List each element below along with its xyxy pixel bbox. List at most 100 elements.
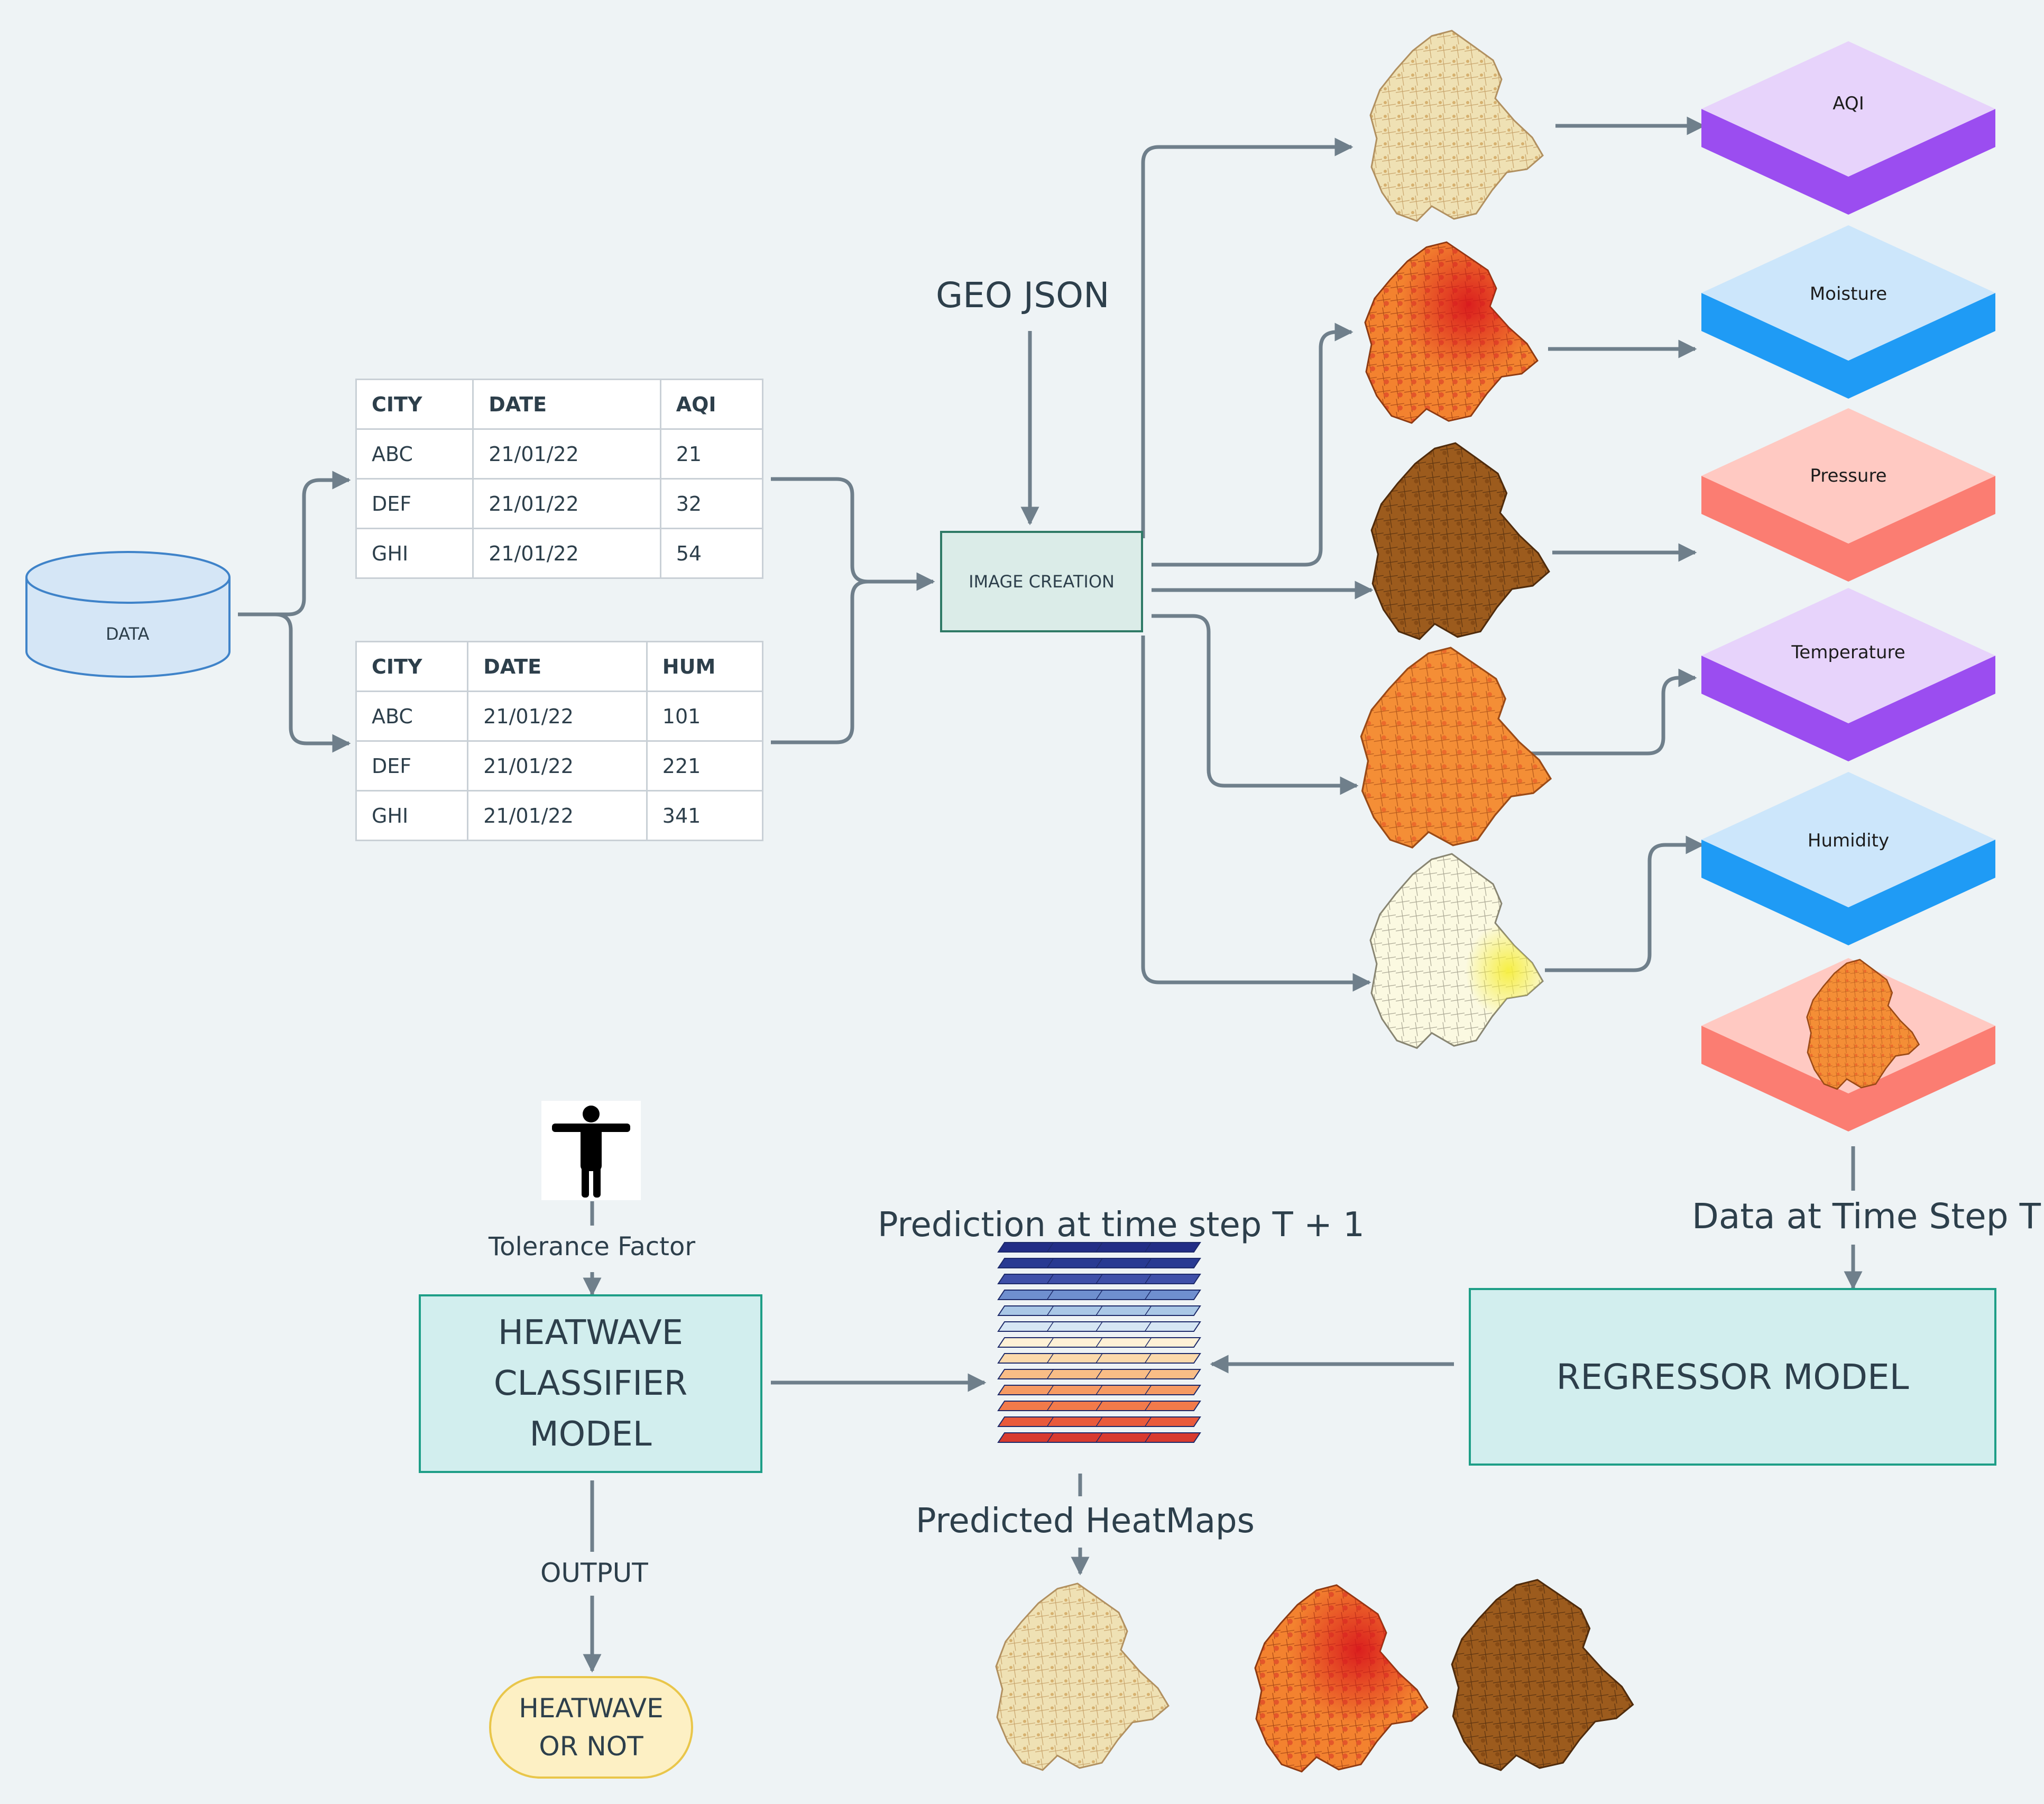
table-cell: ABC [355, 691, 469, 742]
table-cell: 101 [646, 691, 764, 742]
heatwave-or-not-box: HEATWAVE OR NOT [489, 1676, 693, 1779]
table-cell: DEF [355, 478, 474, 529]
table-cell: 21/01/22 [467, 740, 648, 791]
table-cell: 21/01/22 [467, 691, 648, 742]
aqi-map-icon [1369, 30, 1544, 222]
pressure-map-icon [1370, 442, 1550, 640]
heatmap-grid-line [1144, 1305, 1152, 1316]
table-cell: 21/01/22 [467, 790, 648, 841]
heatmap-grid-line [1046, 1416, 1054, 1427]
table-header-cell: CITY [355, 379, 474, 430]
heatmap-grid-line [1095, 1274, 1103, 1284]
table-cell: 21/01/22 [472, 428, 661, 480]
heatmap-grid-line [1046, 1274, 1054, 1284]
layer-tile-aqi [1701, 41, 1995, 215]
heatmap-grid-line [1144, 1321, 1152, 1332]
heatmap-grid-line [1095, 1290, 1103, 1300]
table-cell: GHI [355, 790, 469, 841]
heatmap-grid-line [1144, 1290, 1152, 1300]
classifier-label-line: CLASSIFIER [493, 1364, 688, 1403]
aqi-table: CITY DATE AQI ABC 21/01/22 21 DEF 21/01/… [355, 379, 764, 579]
heatwave-classifier-box: HEATWAVE CLASSIFIER MODEL [419, 1294, 762, 1473]
table-header-cell: DATE [472, 379, 661, 430]
result-label-line: OR NOT [539, 1731, 643, 1762]
heatmap-grid-line [1095, 1321, 1103, 1332]
heatmap-grid-line [1095, 1258, 1103, 1268]
heatmap-grid-line [1095, 1353, 1103, 1364]
heatmap-grid-line [1095, 1416, 1103, 1427]
table-cell: 221 [646, 740, 764, 791]
data-time-step-label: Data at Time Step T [1692, 1196, 2041, 1237]
heatmap-grid-line [1046, 1290, 1054, 1300]
data-cylinder-icon [25, 551, 231, 678]
geo-json-label: GEO JSON [936, 275, 1110, 316]
table-cell: GHI [355, 528, 474, 579]
table-row: DEF 21/01/22 221 [355, 740, 764, 791]
layer-tile-moisture [1701, 225, 1995, 399]
table-row: GHI 21/01/22 341 [355, 790, 764, 841]
heatmap-grid-line [1144, 1353, 1152, 1364]
heatmap-grid-line [1095, 1369, 1103, 1379]
image-creation-box: IMAGE CREATION [940, 531, 1143, 632]
table-row: ABC 21/01/22 21 [355, 428, 764, 480]
layer-tile-temperature [1701, 588, 1995, 761]
heatmap-grid-line [1046, 1385, 1054, 1395]
heatmap-grid-line [1144, 1242, 1152, 1253]
table-header-row: CITY DATE AQI [355, 379, 764, 430]
heatmap-grid-line [1095, 1385, 1103, 1395]
layer-tile-humidity [1701, 772, 1995, 945]
table-row: DEF 21/01/22 32 [355, 478, 764, 529]
regressor-model-box: REGRESSOR MODEL [1469, 1288, 1996, 1466]
table-row: ABC 21/01/22 101 [355, 691, 764, 742]
table-header-row: CITY DATE HUM [355, 641, 764, 692]
predicted-aqi-map-icon [995, 1582, 1170, 1771]
table-header-cell: AQI [659, 379, 764, 430]
heatmap-grid-line [1095, 1242, 1103, 1253]
heatmap-grid-line [1095, 1305, 1103, 1316]
heatmap-grid-line [1144, 1432, 1152, 1443]
heatmap-grid-line [1144, 1337, 1152, 1348]
layer-label-pressure: Pressure [1810, 465, 1887, 486]
result-label-line: HEATWAVE [519, 1693, 664, 1724]
regressor-model-label: REGRESSOR MODEL [1556, 1356, 1909, 1397]
heatmap-grid-line [1144, 1258, 1152, 1268]
table-cell: DEF [355, 740, 469, 791]
humidity-map-icon [1369, 853, 1544, 1049]
table-header-cell: HUM [646, 641, 764, 692]
heatmap-grid-line [1144, 1369, 1152, 1379]
image-creation-label: IMAGE CREATION [969, 572, 1115, 592]
table-cell: 21 [659, 428, 764, 480]
classifier-label-line: HEATWAVE [498, 1313, 684, 1352]
table-cell: 54 [659, 528, 764, 579]
connector-lines [238, 116, 1863, 1673]
heatmap-grid-line [1144, 1416, 1152, 1427]
table-cell: ABC [355, 428, 474, 480]
heatmap-grid-line [1046, 1401, 1054, 1411]
heatmap-grid-line [1046, 1242, 1054, 1253]
table-cell: 21/01/22 [472, 478, 661, 529]
heatmap-grid-line [1095, 1401, 1103, 1411]
layer-label-aqi: AQI [1833, 93, 1864, 114]
temperature-map-icon [1360, 647, 1552, 849]
heatmap-grid-line [1046, 1258, 1054, 1268]
heatmap-grid-line [1046, 1305, 1054, 1316]
heatmap-grid-line [1046, 1353, 1054, 1364]
heatmap-grid-line [1144, 1274, 1152, 1284]
table-row: GHI 21/01/22 54 [355, 528, 764, 579]
output-label: OUTPUT [540, 1558, 648, 1588]
heatmap-grid-line [1046, 1369, 1054, 1379]
heatmap-grid-line [1095, 1337, 1103, 1348]
heatmap-grid-line [1144, 1401, 1152, 1411]
predicted-heatmaps-label: Predicted HeatMaps [916, 1502, 1255, 1541]
moisture-map-icon [1364, 241, 1539, 424]
layer-tile-pressure [1701, 408, 1995, 582]
layer-label-temperature: Temperature [1791, 642, 1905, 663]
person-icon [541, 1101, 641, 1200]
table-cell: 341 [646, 790, 764, 841]
heatmap-grid-line [1046, 1337, 1054, 1348]
predicted-moisture-map-icon [1254, 1584, 1429, 1773]
table-header-cell: CITY [355, 641, 469, 692]
predicted-heatmap-stack-icon [997, 1242, 1201, 1443]
